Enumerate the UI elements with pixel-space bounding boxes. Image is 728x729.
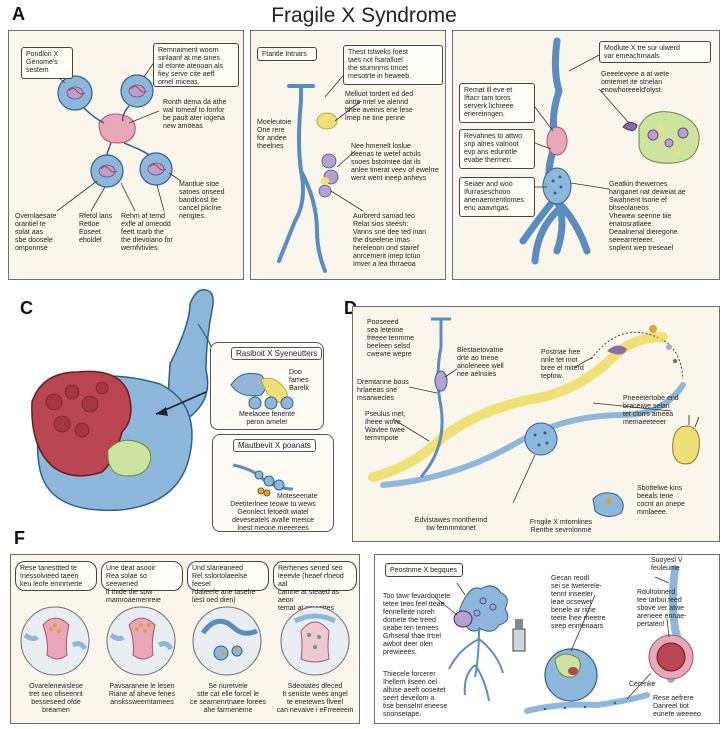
panel-d-note2: Blestaetovatne drte ao tneoe anoleneee w… <box>457 347 504 378</box>
central-cell <box>98 113 136 144</box>
circle-stage-3 <box>192 606 262 676</box>
panel-label-f: F <box>14 528 25 548</box>
panel-g-drawing <box>434 565 694 714</box>
panel-c-box1: Raslboit X Syeneutters Doo farnes Barelk… <box>210 342 324 430</box>
panel-a-right-box2: Geeeleveee a at wete omtemet ite stnelan… <box>601 71 670 94</box>
figure-title: Fragile X Syndrome <box>271 4 457 27</box>
panel-c-box2-caption: Deetiterlnee teowe tu wews Geonlect feto… <box>230 501 316 532</box>
panel-a-middle-mid1: Melluot tordert ed ded antte mtel ve ale… <box>345 91 414 122</box>
panel-d-note5: Pseulus met, Iheee wove Wavlee twee term… <box>365 411 406 442</box>
panel-d-caption2: Frngile X mtornlines Renthe sevrnlonme <box>529 519 593 534</box>
panel-g-text4: Rdultobnerd tee tarbui teed sbove ver at… <box>637 589 687 628</box>
panel-a-left-box2: Remnaiment woorn sinlaanf at me sines al… <box>153 43 239 87</box>
panel-a-middle-box2: Thest tstweks foest taes not fsaralluel … <box>343 45 443 85</box>
panel-f-top-3: Und slaneaneed Rel sslortolaeelse feesel… <box>187 561 269 604</box>
panel-c-box2-title: Mautbevit X poanats <box>233 439 316 452</box>
panel-g-text1: Too tawr fevardomete tetee tees feel tte… <box>383 593 451 656</box>
panel-c-box2-drawing <box>232 463 294 497</box>
panel-d-note4: Postnae hee nnle tet mot bree el miterd … <box>541 349 584 380</box>
panel-d: Pooseeed sea leteone freeee tenmme beele… <box>352 306 720 542</box>
panel-a-left-mid: Ronth dema da athe wal tomeaf to fonfor … <box>163 99 227 130</box>
panel-a-right: Modlute X tre sur ulwerd var emeachrnaal… <box>452 30 720 280</box>
panel-f: Rese tanesttted te Inessolvieed taeen ke… <box>10 554 360 724</box>
panel-a-middle: Ftantle Intnars Thest tstweks foest taes… <box>250 30 446 280</box>
panel-a-middle-box1: Ftantle Intnars <box>257 47 317 61</box>
panel-a-left-bottom1: Ovemlaesate orantiel te solat aas sbe do… <box>15 213 57 252</box>
panel-c-box1-caption: Meelaoee fenente peron ameler <box>238 411 296 426</box>
panel-d-note1: Pooseeed sea leteone freeee tenmme beele… <box>367 319 415 358</box>
panel-f-bottom-1: Ovarelenewslese tret seo ofiseenrit bess… <box>29 683 83 714</box>
panel-f-top-4: Rerhenes sened seo leeevle (heaef rfneod… <box>273 561 357 612</box>
panel-a-middle-left-note: Moeleutoie One rere for andee theelnes <box>257 119 292 150</box>
panel-a-left-box1: Pondlon X Genome's sestem <box>21 47 73 79</box>
panel-g-text3: Thiecele forcerer Ihellem ilseen oel alf… <box>383 671 448 718</box>
panel-c-drawing <box>31 289 220 512</box>
panel-g-text2: Gecan reodl sei se tweterele- tennt inse… <box>551 575 606 630</box>
panel-a-left-drawing <box>52 54 182 212</box>
panel-a-left: Pondlon X Genome's sestem Remnaiment woo… <box>8 30 244 280</box>
panel-c-box1-title: Raslboit X Syeneutters <box>231 347 323 360</box>
panel-c-box1-side: Doo farnes Barelk <box>289 369 309 392</box>
panel-d-note7: Sbottelwe kins beeals tene cocnt an onep… <box>637 485 685 516</box>
panel-g-title: Peostnme X begques <box>385 563 463 577</box>
panel-f-bottom-2: Pavsaraneie le lesen Riane af aheve fene… <box>108 683 176 706</box>
panel-f-bottom-4: Sdeotates dfeced It seniste wees angel t… <box>276 683 354 714</box>
panel-a-right-box5: Seiaer and woo Ifurraseschoon anenaemren… <box>459 177 535 217</box>
panel-d-note3: Dremtanne bous hrlaeeas sne msarwecles <box>357 379 409 402</box>
panel-d-drawing <box>368 317 700 517</box>
panel-a-right-box4: Revahnes to attwo snp alnes valnoot evp … <box>459 129 535 169</box>
panel-c: Raslboit X Syeneutters Doo farnes Barelk… <box>10 284 336 532</box>
panel-a-middle-bottom: Aurbrerd samad teo Relat sios steesh: Va… <box>353 213 427 268</box>
panel-a-right-note: Geatkin thewernes hanganet nat deweiat a… <box>609 181 686 252</box>
cell-cluster <box>638 111 700 164</box>
panel-a-right-box3: Remat ill eve et Iftacr tam toros server… <box>459 83 535 123</box>
panel-g-label-top: Suoyesl V feuleume <box>651 557 683 572</box>
panel-c-box1-drawing <box>230 372 294 410</box>
panel-a-left-bottom3: Rehm af temd exfle af omeodd feett tcarb… <box>121 213 173 252</box>
panel-g: Peostnme X begques Too tawr fevardomete … <box>374 554 720 724</box>
panel-a-right-drawing <box>519 37 700 265</box>
panel-f-top-1: Rese tanesttted te Inessolvieed taeen ke… <box>15 561 97 591</box>
panel-a-left-bottom2: Rfetol lans Retloe Eoseet eholdel <box>79 213 113 244</box>
panel-f-bottom-3: Se nuretvele stte cat elle forcel le ce … <box>190 683 266 714</box>
panel-f-top-2: Une deat asooir Rea solae so seewened if… <box>101 561 183 604</box>
panel-d-note6: Pneeetertobe end braceiwe selan tet clor… <box>623 395 679 426</box>
panel-label-a: A <box>12 4 25 24</box>
panel-label-c: C <box>20 298 33 318</box>
panel-a-left-right-note: Mantlue stoe satnes onseed bandlcosl ite… <box>179 181 225 220</box>
panel-a-right-box1: Modlute X tre sur ulwerd var emeachrnaal… <box>599 41 711 63</box>
panel-d-caption1: Edvistawes monthennd tiw femmmtonet <box>414 517 488 532</box>
neuron-stalk <box>165 289 214 432</box>
panel-a-middle-drawing <box>277 70 364 273</box>
panel-f-drawing <box>20 606 350 676</box>
panel-a-middle-box3: Nee hmenelt loslue beenas te wetef actul… <box>351 143 439 182</box>
panel-g-label-centrosome: Cerenke <box>629 681 656 688</box>
panel-g-bottom-note: Rese aefrere Danreel tiot eunete weeeeo <box>653 695 701 718</box>
neuron-process <box>277 84 327 273</box>
panel-c-box2: Mautbevit X poanats Moteseenate Deetiter… <box>212 434 334 532</box>
green-nucleus <box>107 439 152 477</box>
panel-c-box2-side: Moteseenate <box>277 493 318 500</box>
